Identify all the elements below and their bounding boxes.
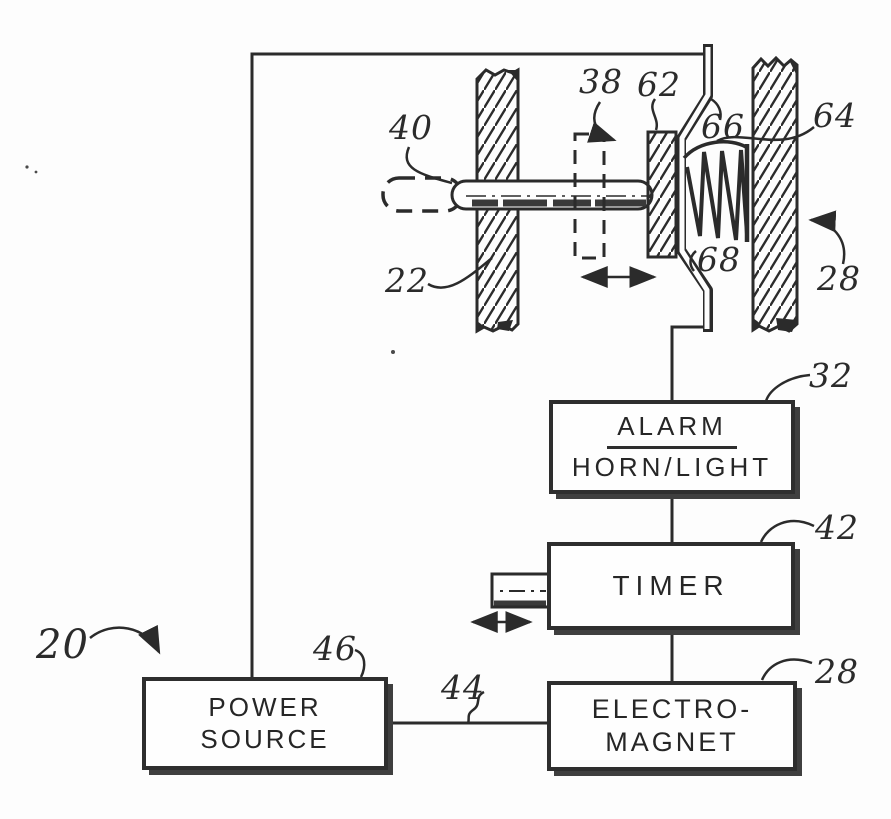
leader-68 bbox=[689, 250, 697, 272]
wall-right bbox=[751, 55, 799, 333]
wire-power-to-contact bbox=[250, 52, 704, 678]
leader-62 bbox=[651, 98, 659, 131]
leader-46 bbox=[354, 648, 366, 678]
timer-box: TIMER bbox=[547, 542, 795, 630]
alarm-box-line2: HORN/LIGHT bbox=[571, 451, 773, 482]
leader-22 bbox=[427, 257, 493, 289]
ref-label-20: 20 bbox=[36, 622, 89, 668]
electromagnet-box-line1: ELECTRO- bbox=[591, 694, 753, 725]
ref-label-64: 64 bbox=[813, 96, 857, 135]
ref-label-40: 40 bbox=[389, 108, 433, 147]
guide-dashed-rect bbox=[573, 132, 606, 260]
electromagnet-box-line2: MAGNET bbox=[605, 727, 739, 757]
leader-42 bbox=[759, 520, 815, 543]
leader-64 bbox=[716, 126, 815, 143]
rod bbox=[450, 179, 654, 211]
contact-plate bbox=[676, 44, 713, 332]
ref-label-68: 68 bbox=[697, 240, 741, 279]
wire-contact-to-alarm bbox=[670, 325, 706, 403]
leader-28-box bbox=[760, 658, 813, 681]
ref-label-44: 44 bbox=[441, 668, 485, 707]
ref-label-62: 62 bbox=[637, 65, 681, 104]
contact-block bbox=[646, 130, 678, 259]
ref-label-66: 66 bbox=[701, 107, 745, 146]
ref-label-32: 32 bbox=[809, 356, 853, 395]
electromagnet-box: ELECTRO- MAGNET bbox=[547, 681, 797, 771]
leader-38 bbox=[587, 101, 617, 143]
power-source-box: POWER SOURCE bbox=[142, 677, 388, 770]
leader-66 bbox=[710, 97, 722, 121]
leader-32 bbox=[764, 373, 811, 402]
ref-label-28-box: 28 bbox=[815, 652, 859, 691]
timer-plunger bbox=[490, 572, 552, 609]
ref-label-22: 22 bbox=[385, 261, 429, 300]
ref-label-42: 42 bbox=[815, 508, 859, 547]
leader-40 bbox=[405, 146, 453, 185]
ref-label-38: 38 bbox=[579, 62, 623, 101]
timer-box-label: TIMER bbox=[612, 569, 730, 601]
alarm-box: ALARM HORN/LIGHT bbox=[549, 400, 795, 494]
ref-label-28-wall: 28 bbox=[817, 259, 861, 298]
leader-28-wall bbox=[808, 210, 846, 265]
rod-ghost-outline bbox=[381, 176, 463, 213]
reference-leaders bbox=[89, 97, 846, 724]
power-source-box-line1: POWER bbox=[208, 691, 322, 722]
leader-20 bbox=[89, 624, 161, 655]
alarm-box-line1: ALARM bbox=[607, 411, 737, 449]
power-source-box-line2: SOURCE bbox=[200, 723, 330, 754]
spring bbox=[682, 140, 750, 242]
ref-label-46: 46 bbox=[313, 629, 357, 668]
leader-44 bbox=[466, 690, 485, 724]
